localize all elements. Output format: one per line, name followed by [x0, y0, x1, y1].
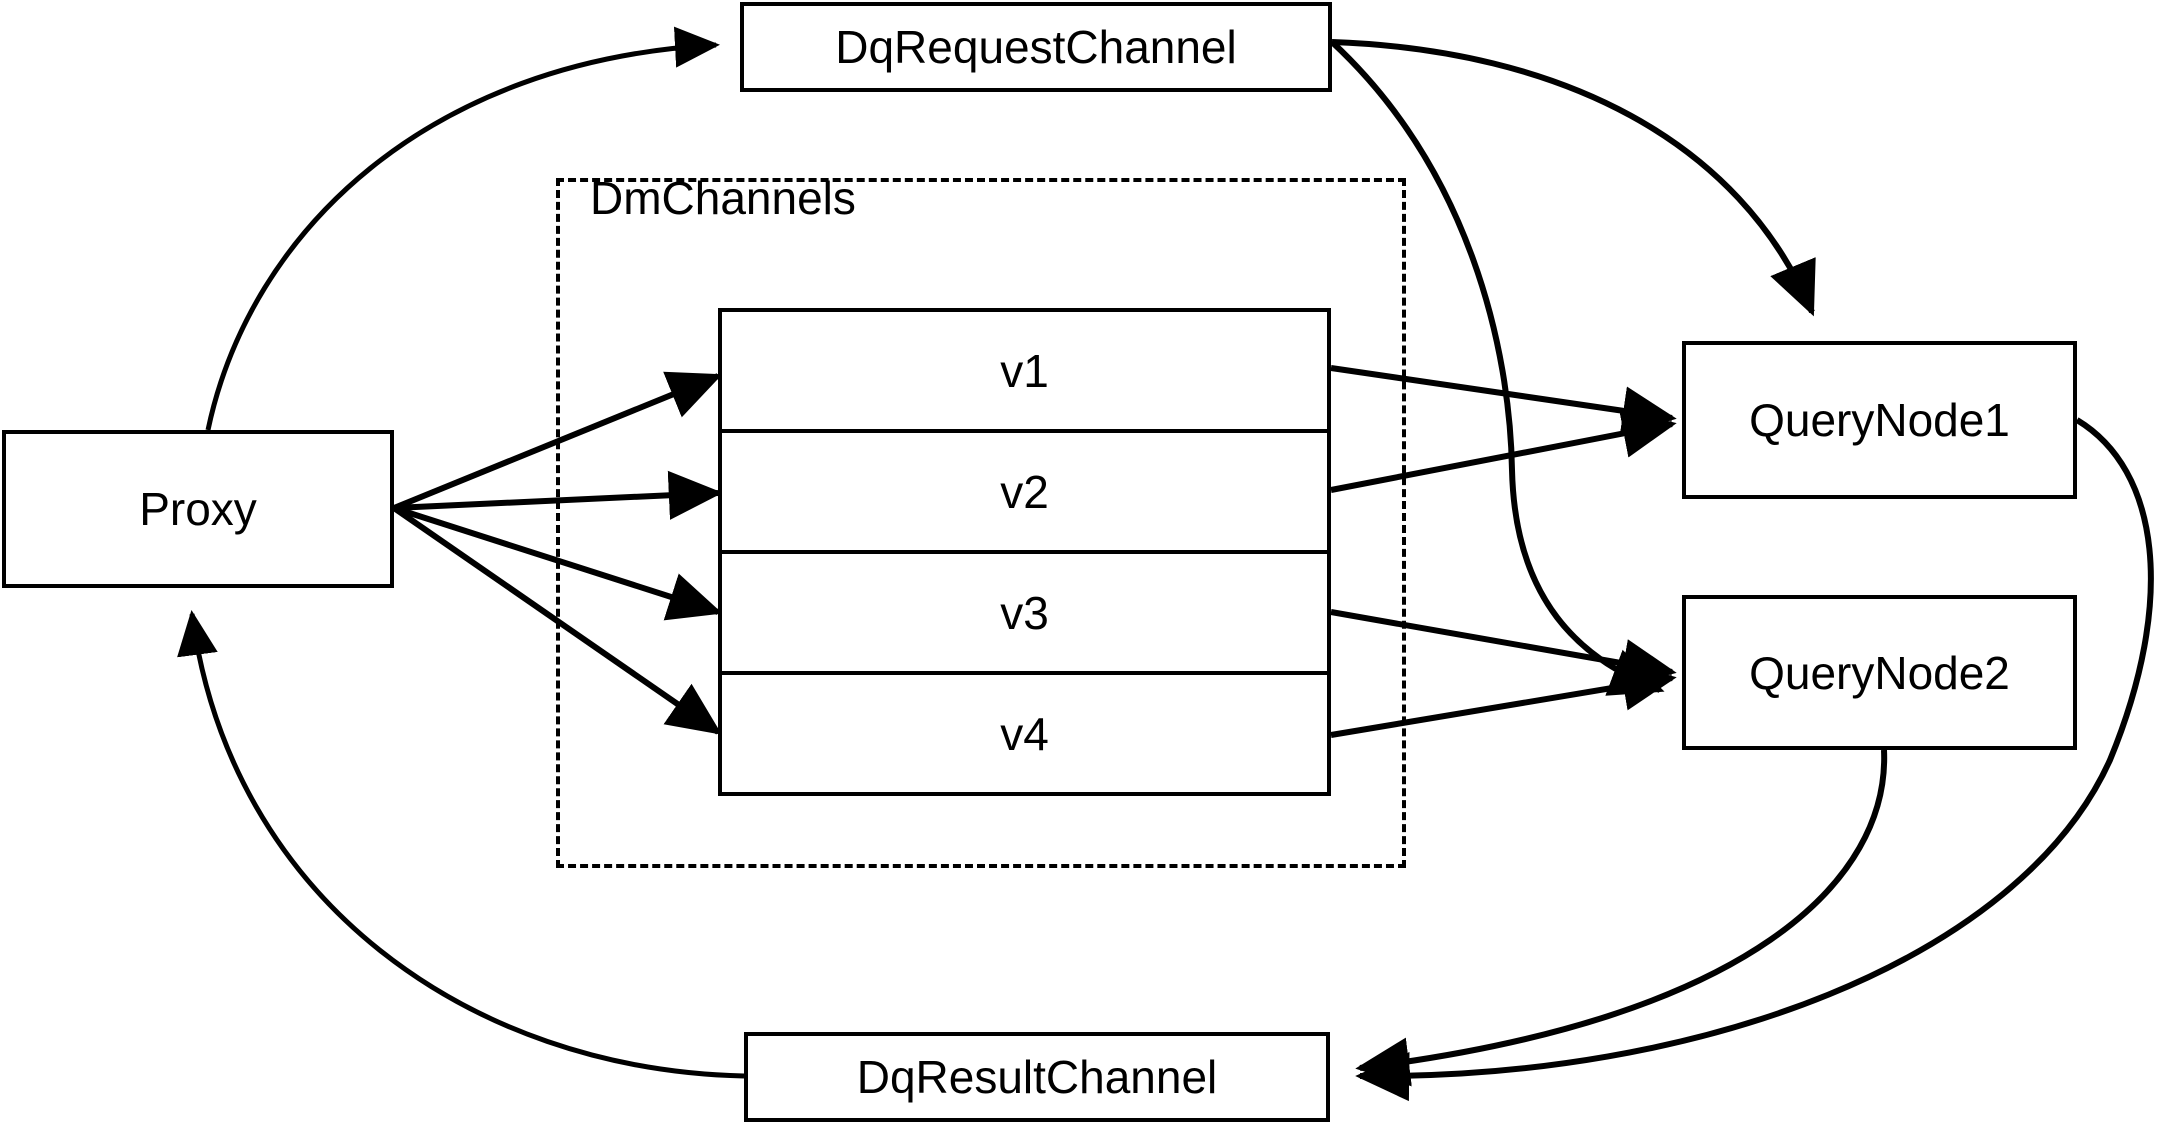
- list-item-v3[interactable]: v3: [722, 554, 1327, 675]
- group-label-dm-channels: DmChannels: [590, 172, 856, 224]
- edge-proxy-to-dqrequestchannel: [205, 26, 720, 431]
- list-item-v1[interactable]: v1: [722, 312, 1327, 433]
- dm-channel-list: v1 v2 v3 v4: [718, 308, 1331, 796]
- edge-v2-to-querynode1: [1330, 409, 1677, 493]
- group-dm-channels: [556, 178, 1406, 868]
- edge-dqrequestchannel-to-querynode1: [1331, 39, 1816, 317]
- edge-v4-to-querynode2: [1330, 661, 1677, 738]
- node-dq-result-channel[interactable]: DqResultChannel: [744, 1032, 1330, 1122]
- node-label-dq-result-channel: DqResultChannel: [856, 1051, 1218, 1103]
- edge-querynode1-to-dqresultchannel: [1355, 417, 2154, 1102]
- edge-dqrequestchannel-to-querynode2: [1329, 39, 1665, 696]
- node-dq-request-channel[interactable]: DqRequestChannel: [740, 2, 1332, 92]
- edge-v1-to-querynode1: [1330, 365, 1677, 436]
- node-label-query-node-1: QueryNode1: [1749, 394, 2010, 446]
- channel-label-v4: v4: [1000, 707, 1049, 760]
- node-query-node-1[interactable]: QueryNode1: [1682, 341, 2077, 499]
- channel-label-v1: v1: [1000, 344, 1049, 397]
- list-item-v2[interactable]: v2: [722, 433, 1327, 554]
- list-item-v4[interactable]: v4: [722, 675, 1327, 792]
- channel-label-v2: v2: [1000, 465, 1049, 518]
- node-query-node-2[interactable]: QueryNode2: [1682, 595, 2077, 750]
- channel-label-v3: v3: [1000, 586, 1049, 639]
- node-label-proxy: Proxy: [139, 483, 257, 535]
- node-proxy[interactable]: Proxy: [2, 430, 394, 588]
- node-label-dq-request-channel: DqRequestChannel: [835, 21, 1237, 73]
- edge-dqresultchannel-to-proxy: [177, 610, 745, 1079]
- node-label-query-node-2: QueryNode2: [1749, 646, 2010, 699]
- edge-v3-to-querynode2: [1330, 609, 1677, 688]
- edge-querynode2-to-dqresultchannel: [1355, 749, 1888, 1087]
